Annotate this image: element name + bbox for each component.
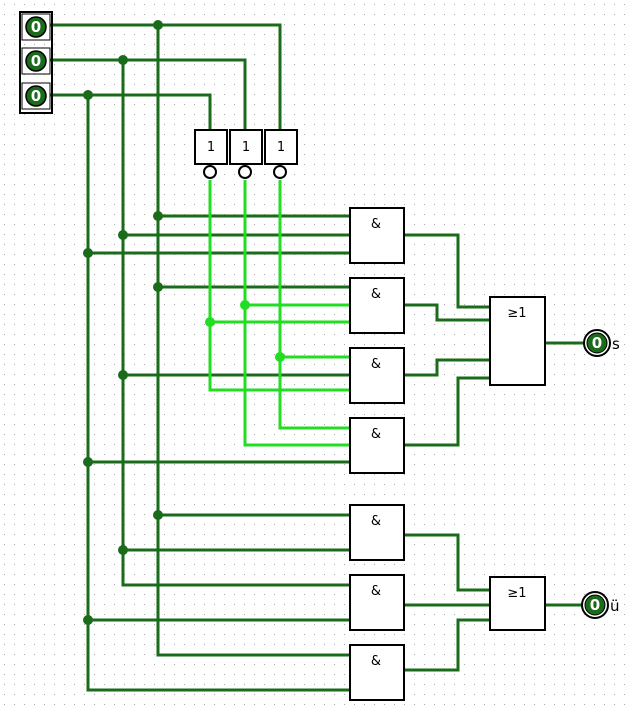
- and-gate-3-label: &: [371, 357, 381, 372]
- input-pins: 0 0 0: [19, 11, 53, 114]
- and-gate-5-label: &: [371, 514, 381, 529]
- and-gate-3[interactable]: &: [349, 347, 405, 404]
- and-gate-5[interactable]: &: [349, 504, 405, 561]
- and-gates: & & & & & & &: [349, 207, 405, 701]
- and-gate-7[interactable]: &: [349, 644, 405, 701]
- or-gate-sum-label: ≥1: [507, 306, 526, 321]
- and-gate-4[interactable]: &: [349, 417, 405, 474]
- and-gate-6[interactable]: &: [349, 574, 405, 631]
- not-gate-1-label: 1: [207, 140, 215, 155]
- input-pin-c[interactable]: 0: [21, 82, 51, 110]
- output-label-s: s: [612, 335, 620, 353]
- and-gate-4-label: &: [371, 427, 381, 442]
- output-led-carry-value: 0: [590, 596, 600, 614]
- or-gates: ≥1 ≥1: [489, 296, 546, 631]
- output-led-s[interactable]: 0: [583, 329, 611, 357]
- and-gate-2[interactable]: &: [349, 277, 405, 334]
- not-gate-3[interactable]: 1: [264, 129, 298, 179]
- output-label-carry: ü: [610, 597, 620, 615]
- and-gate-1-label: &: [371, 217, 381, 232]
- output-leds: 0 s 0 ü: [581, 329, 620, 619]
- not-gate-3-bubble: [273, 165, 287, 179]
- output-led-carry[interactable]: 0: [581, 591, 609, 619]
- not-gate-3-label: 1: [277, 140, 285, 155]
- junctions-low: [83, 20, 163, 625]
- wires-high: [208, 180, 350, 447]
- and-gate-2-label: &: [371, 287, 381, 302]
- and-gate-1[interactable]: &: [349, 207, 405, 264]
- or-gate-carry-label: ≥1: [507, 586, 526, 601]
- input-pin-a-value: 0: [31, 18, 41, 36]
- input-pin-c-value: 0: [31, 87, 41, 105]
- junctions-high: [205, 300, 285, 362]
- not-gates: 1 1 1: [194, 129, 298, 179]
- input-pin-a[interactable]: 0: [21, 13, 51, 41]
- wires-low: [47, 23, 585, 692]
- output-led-s-value: 0: [592, 334, 602, 352]
- input-panel: [19, 11, 53, 114]
- not-gate-2-bubble: [238, 165, 252, 179]
- not-gate-1-bubble: [203, 165, 217, 179]
- and-gate-7-label: &: [371, 654, 381, 669]
- or-gate-carry[interactable]: ≥1: [489, 576, 546, 631]
- and-gate-6-label: &: [371, 584, 381, 599]
- not-gate-2-label: 1: [242, 140, 250, 155]
- input-pin-b-value: 0: [31, 52, 41, 70]
- or-gate-sum[interactable]: ≥1: [489, 296, 546, 386]
- not-gate-2[interactable]: 1: [229, 129, 263, 179]
- not-gate-1[interactable]: 1: [194, 129, 228, 179]
- input-pin-b[interactable]: 0: [21, 47, 51, 75]
